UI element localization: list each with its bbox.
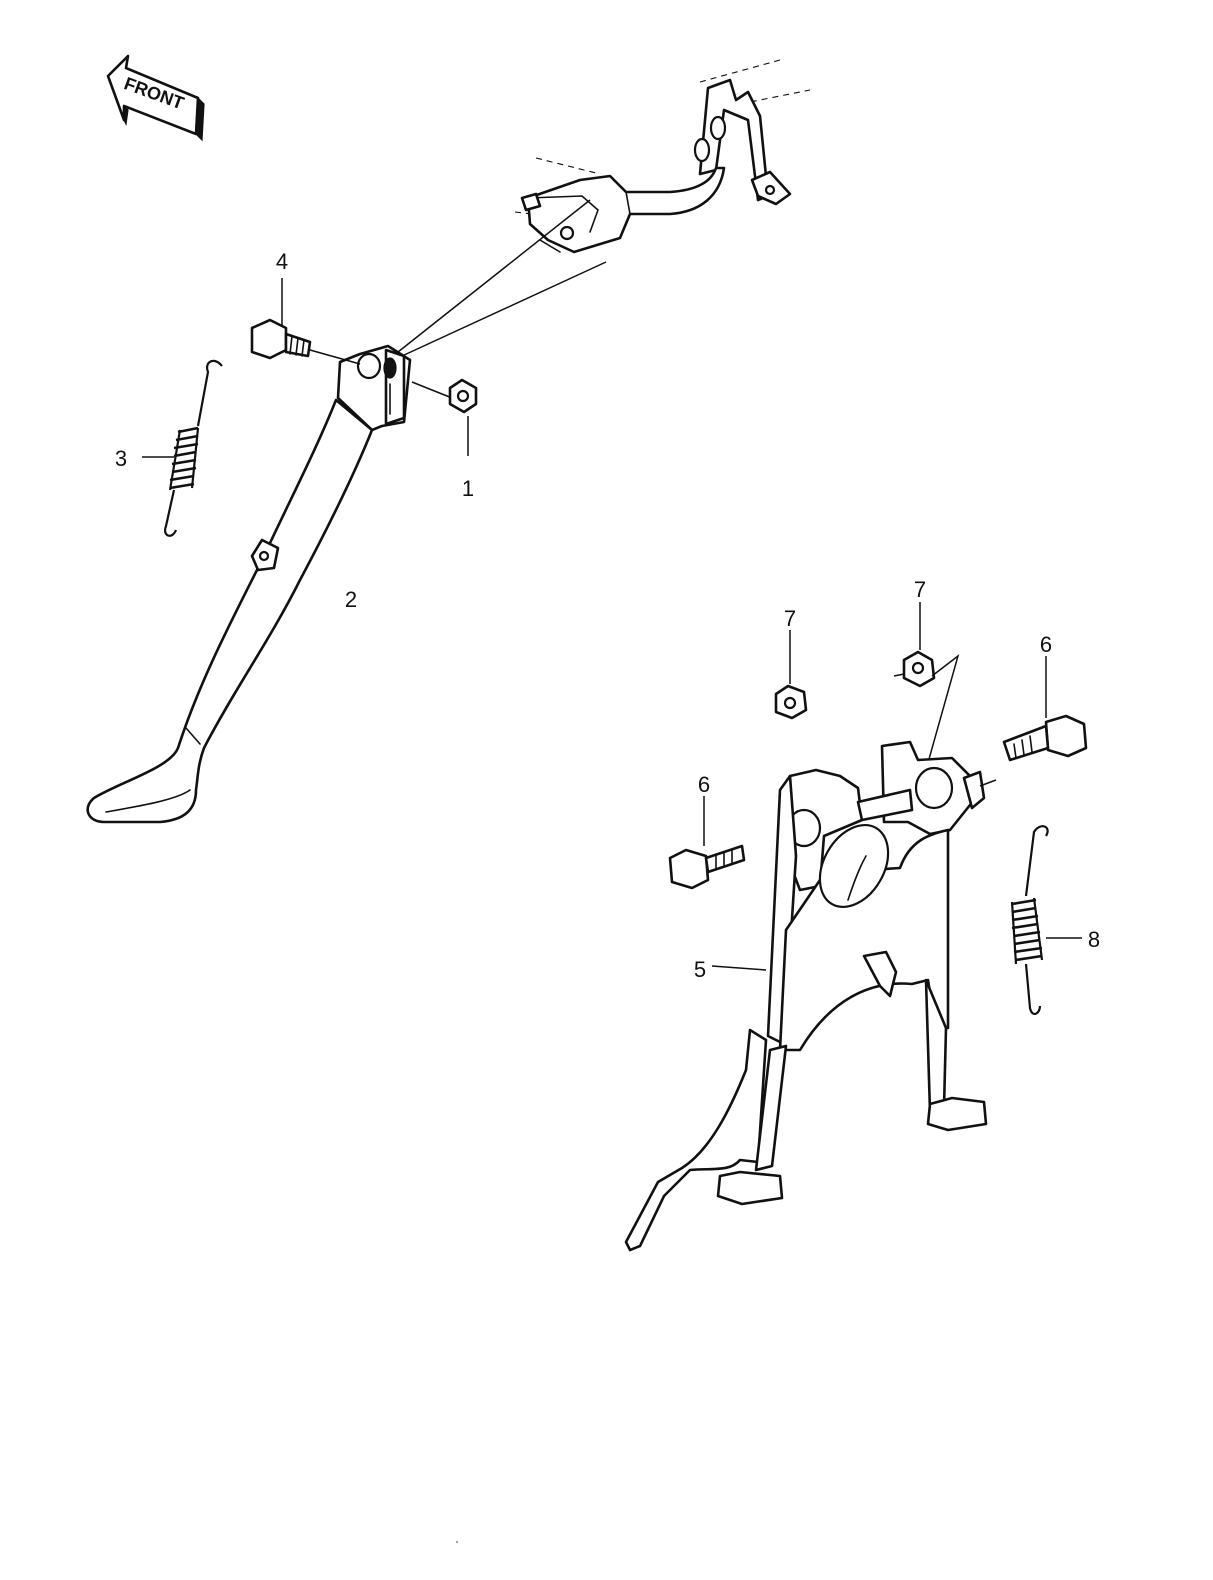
nut-icon <box>774 630 808 720</box>
callout-5: 5 <box>694 957 706 982</box>
frame-bracket-icon <box>514 59 811 254</box>
nut-icon <box>411 378 478 456</box>
bolt-icon <box>1002 656 1088 762</box>
callout-6-left: 6 <box>698 772 710 797</box>
spring-icon <box>142 359 223 537</box>
scan-speck <box>456 1541 458 1543</box>
callout-1: 1 <box>462 476 474 501</box>
bolt-icon <box>668 796 746 890</box>
callout-6-right: 6 <box>1040 632 1052 657</box>
side-stand-icon <box>86 344 412 824</box>
bolt-icon <box>250 278 361 365</box>
nut-icon <box>893 602 960 785</box>
callout-2: 2 <box>345 587 357 612</box>
front-direction-arrow-icon: FRONT <box>106 54 205 142</box>
spring-icon <box>1010 825 1082 1015</box>
center-stand-icon <box>624 740 997 1252</box>
callout-7-right: 7 <box>914 577 926 602</box>
callout-8: 8 <box>1088 927 1100 952</box>
callout-3: 3 <box>115 446 127 471</box>
callout-7-left: 7 <box>784 606 796 631</box>
callout-4: 4 <box>276 249 288 274</box>
